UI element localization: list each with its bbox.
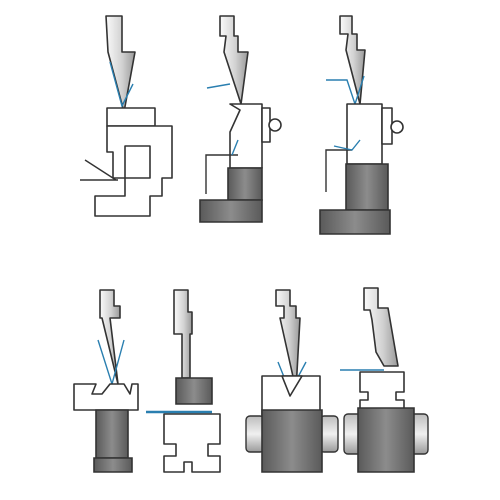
die-1 [80,107,173,217]
sheet-2 [206,83,231,89]
die-3 [319,103,404,235]
punch-4 [99,289,121,385]
sheet-1 [109,61,134,108]
punch-6 [275,289,301,391]
punch-3 [339,15,366,105]
die-7 [343,371,429,473]
panel-6 [245,289,339,473]
panel-5 [146,289,221,473]
panel-7 [340,287,429,473]
panel-2 [199,15,282,223]
panel-1 [80,15,173,217]
die-2 [199,103,282,223]
die-4 [73,383,139,473]
die-5 [146,377,221,473]
punch-5 [173,289,193,379]
punch-2 [219,15,249,105]
sheet-3 [326,75,365,107]
die-6 [245,375,339,473]
punch-7 [363,287,399,367]
punch-1 [105,15,136,113]
panel-4 [73,289,139,473]
panel-3 [319,15,404,235]
